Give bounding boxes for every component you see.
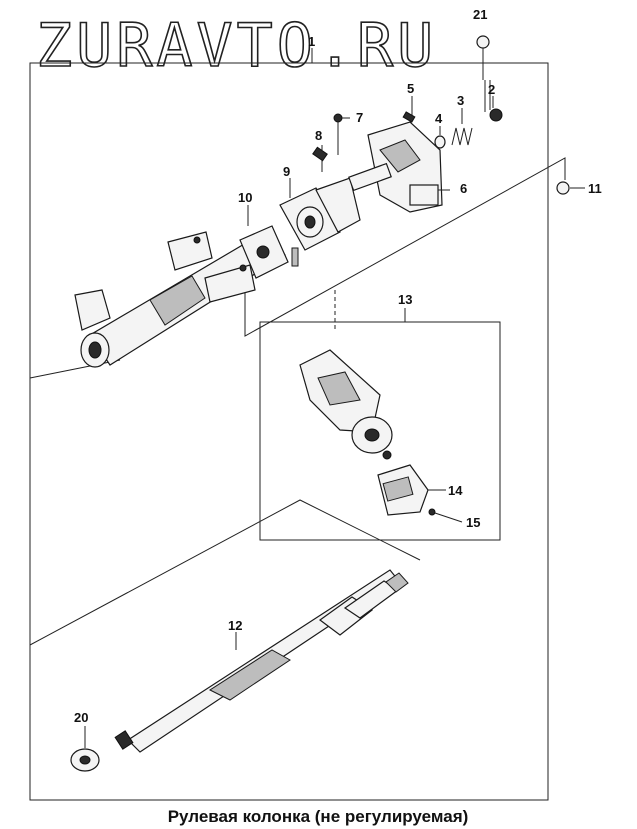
steering-shaft — [114, 569, 409, 753]
callout-1: 1 — [308, 34, 315, 49]
callout-10: 10 — [238, 190, 252, 205]
nut-2 — [484, 80, 503, 122]
callout-3: 3 — [457, 93, 464, 108]
bolt-8 — [312, 145, 328, 172]
screw-7 — [333, 113, 350, 155]
column-tube — [74, 225, 289, 368]
ignition-lock-frame — [259, 321, 501, 541]
nut-11 — [556, 181, 585, 195]
column-bracket — [279, 177, 361, 267]
callout-20: 20 — [74, 710, 88, 725]
callout-21: 21 — [473, 7, 487, 22]
callout-8: 8 — [315, 128, 322, 143]
callout-12: 12 — [228, 618, 242, 633]
ignition-lock-assembly — [299, 349, 393, 460]
spring-3 — [451, 108, 473, 146]
callout-2: 2 — [488, 82, 495, 97]
callout-7: 7 — [356, 110, 363, 125]
diagram-caption: Рулевая колонка (не регулируемая) — [168, 807, 469, 826]
assembly-frame — [29, 62, 549, 801]
callout-labels: 1 2 3 4 5 6 7 8 9 10 11 12 13 14 15 20 2… — [74, 7, 602, 725]
watermark: ZURAVTO.RU — [36, 11, 437, 81]
shaft-nut — [70, 726, 100, 772]
callout-9: 9 — [283, 164, 290, 179]
lock-housing — [348, 121, 450, 213]
bolt-21 — [476, 35, 491, 110]
washer-4 — [434, 126, 446, 149]
callout-11: 11 — [588, 181, 602, 196]
screw-5 — [402, 96, 416, 123]
callout-6: 6 — [460, 181, 467, 196]
ignition-switch — [377, 464, 446, 516]
callout-5: 5 — [407, 81, 414, 96]
callout-4: 4 — [435, 111, 443, 126]
callout-13: 13 — [398, 292, 412, 307]
callout-15: 15 — [466, 515, 480, 530]
callout-14: 14 — [448, 483, 463, 498]
screw-15 — [428, 508, 463, 523]
